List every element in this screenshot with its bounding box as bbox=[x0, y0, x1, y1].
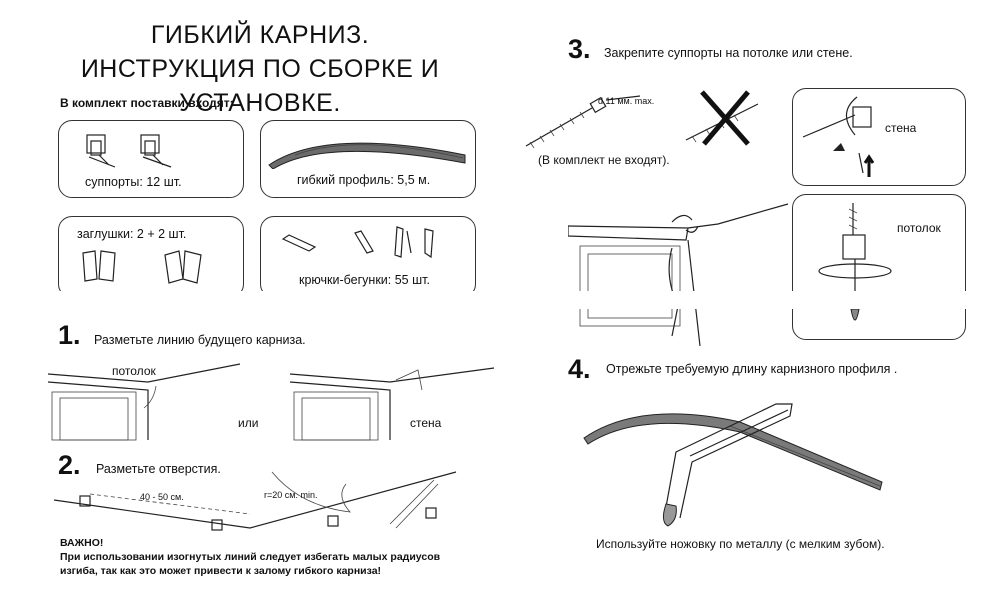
kit-profile-box: гибкий профиль: 5,5 м. bbox=[260, 120, 476, 198]
step4-tip: Используйте ножовку по металлу (с мелким… bbox=[596, 537, 885, 551]
image-seam bbox=[0, 291, 1000, 309]
title-line-1: ГИБКИЙ КАРНИЗ. bbox=[150, 21, 370, 49]
screw-dowel-illustration bbox=[525, 90, 759, 149]
wall-label: стена bbox=[885, 121, 917, 135]
kit-supports-label: суппорты: 12 шт. bbox=[85, 175, 182, 189]
caps-illustration bbox=[82, 250, 202, 284]
kit-heading: В комплект поставки входят: bbox=[60, 96, 234, 110]
page-title: ГИБКИЙ КАРНИЗ. ИНСТРУКЦИЯ ПО СБОРКЕ И УС… bbox=[0, 18, 520, 120]
kit-supports-box: суппорты: 12 шт. bbox=[58, 120, 244, 198]
warning-title: ВАЖНО! bbox=[60, 537, 104, 549]
not-included-note: (В комплект не входят). bbox=[538, 153, 670, 167]
wall-mount-illustration bbox=[802, 96, 875, 177]
support-illustration bbox=[86, 134, 172, 168]
kit-hooks-label: крючки-бегунки: 55 шт. bbox=[299, 273, 430, 287]
step1-wall-label: стена bbox=[410, 416, 442, 430]
step4-text: Отрежьте требуемую длину карнизного проф… bbox=[606, 362, 898, 376]
ceiling-label: потолок bbox=[897, 221, 941, 235]
kit-hooks-box: крючки-бегунки: 55 шт. bbox=[260, 216, 476, 298]
hooks-illustration bbox=[281, 226, 434, 259]
step3-number: 3. bbox=[568, 34, 591, 64]
step1-ceiling-label: потолок bbox=[112, 364, 156, 378]
ceiling-mount-illustration bbox=[818, 203, 892, 321]
step2-number: 2. bbox=[58, 450, 81, 480]
window-hand-illustration bbox=[568, 203, 789, 346]
warning-block: ВАЖНО! При использовании изогнутых линий… bbox=[60, 536, 440, 578]
step3-wall-box: стена bbox=[792, 88, 966, 186]
profile-illustration bbox=[268, 142, 466, 169]
step3-ceiling-box: потолок bbox=[792, 194, 966, 340]
step4-number: 4. bbox=[568, 354, 591, 384]
kit-caps-label: заглушки: 2 + 2 шт. bbox=[77, 227, 187, 241]
kit-caps-box: заглушки: 2 + 2 шт. bbox=[58, 216, 244, 298]
step1-illustration bbox=[47, 363, 495, 441]
step2-text: Разметьте отверстия. bbox=[96, 462, 221, 476]
title-line-2: ИНСТРУКЦИЯ ПО СБОРКЕ И УСТАНОВКЕ. bbox=[80, 55, 440, 117]
warning-line-2: изгиба, так как это может привести к зал… bbox=[60, 565, 382, 577]
kit-profile-label: гибкий профиль: 5,5 м. bbox=[297, 173, 431, 187]
step2-illustration bbox=[53, 471, 457, 531]
step1-text: Разметьте линию будущего карниза. bbox=[94, 333, 306, 347]
step3-text: Закрепите суппорты на потолке или стене. bbox=[604, 46, 853, 60]
warning-line-1: При использовании изогнутых линий следуе… bbox=[60, 551, 441, 563]
hole-spacing-label: 40 - 50 см. bbox=[140, 492, 184, 502]
min-radius-label: r=20 см. min. bbox=[264, 490, 318, 500]
dowel-diameter: d 11 мм. max. bbox=[598, 96, 655, 106]
step1-or-label: или bbox=[238, 416, 259, 430]
hacksaw-illustration bbox=[583, 403, 883, 527]
step1-number: 1. bbox=[58, 320, 81, 350]
